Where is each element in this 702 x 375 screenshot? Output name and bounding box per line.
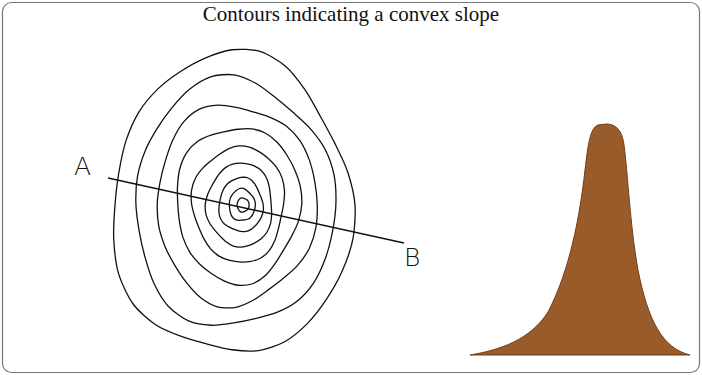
contour-line xyxy=(191,146,284,262)
contour-line xyxy=(136,74,336,325)
diagram-title: Contours indicating a convex slope xyxy=(0,2,702,27)
point-label: A xyxy=(74,152,91,181)
contour-line xyxy=(114,49,356,351)
contour-line xyxy=(229,188,255,220)
contour-lines xyxy=(114,49,356,351)
contour-line xyxy=(205,163,271,247)
frame-border xyxy=(3,3,700,373)
section-line xyxy=(108,178,404,243)
contour-line xyxy=(237,198,249,212)
hill-profile xyxy=(470,124,690,355)
point-label: B xyxy=(404,243,420,272)
